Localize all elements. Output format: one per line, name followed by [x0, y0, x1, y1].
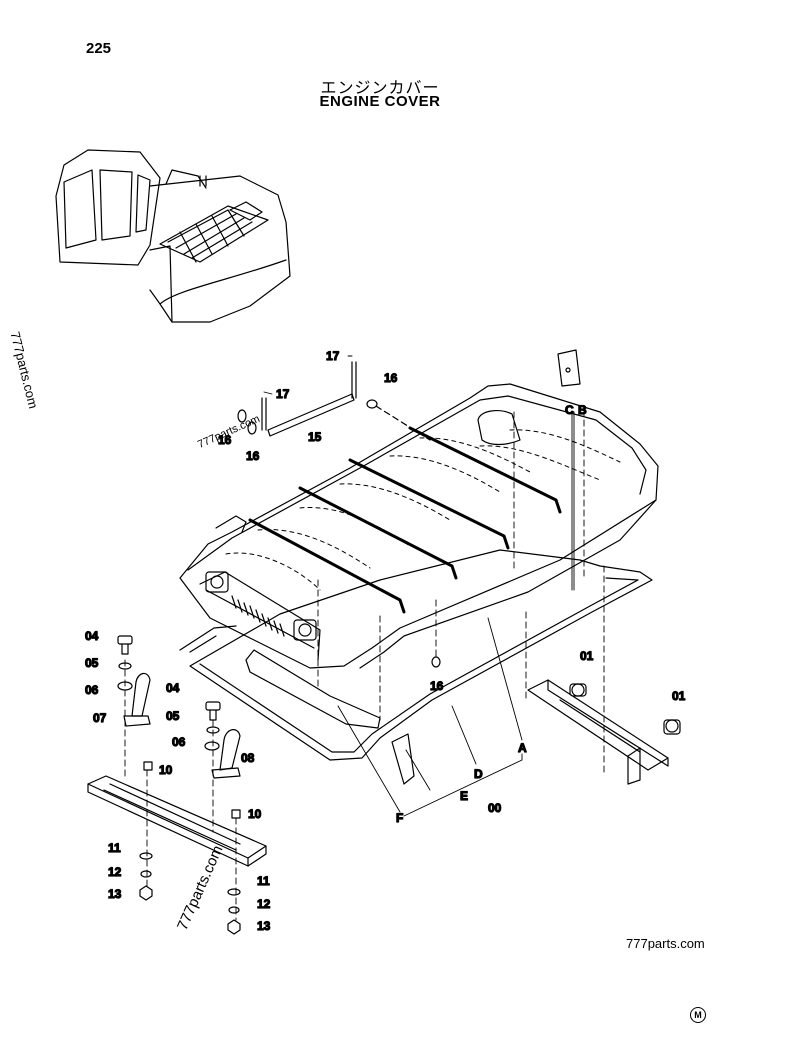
- label-11-right: 11: [257, 874, 270, 888]
- label-A: A: [518, 741, 527, 755]
- label-05-left: 05: [85, 656, 99, 670]
- label-01-lower: 01: [672, 689, 686, 703]
- hinge-plate: [87, 775, 267, 867]
- cover-perforations: [225, 429, 621, 591]
- label-E: E: [460, 789, 468, 803]
- label-07: 07: [93, 711, 107, 725]
- label-11-left: 11: [108, 841, 121, 855]
- label-12-right: 12: [257, 897, 271, 911]
- label-10-right: 10: [248, 807, 262, 821]
- engine-cover: [179, 383, 659, 669]
- circled-m-mark: M: [690, 1007, 706, 1023]
- label-D: D: [474, 767, 483, 781]
- title-japanese: エンジンカバー: [320, 78, 440, 97]
- label-16-bottom: 16: [430, 679, 444, 693]
- seal-frame: [179, 549, 653, 785]
- excavator-thumbnail: [55, 149, 291, 323]
- label-C: C: [565, 403, 574, 417]
- label-B: B: [578, 403, 587, 417]
- title-english: ENGINE COVER: [319, 93, 441, 110]
- label-16-mid: 16: [246, 449, 260, 463]
- label-17-mid: 17: [276, 387, 290, 401]
- page-number: 225: [86, 40, 112, 57]
- label-10-left: 10: [159, 763, 173, 777]
- label-01-upper: 01: [580, 649, 594, 663]
- label-06-left: 06: [85, 683, 99, 697]
- label-00: 00: [488, 801, 502, 815]
- label-08: 08: [241, 751, 255, 765]
- label-05-right: 05: [166, 709, 180, 723]
- label-12-left: 12: [108, 865, 122, 879]
- cover-straps: [248, 426, 562, 614]
- label-04-left: 04: [85, 629, 99, 643]
- label-13-right: 13: [257, 919, 271, 933]
- label-F: F: [396, 811, 403, 825]
- latch-07: [123, 672, 151, 727]
- watermark-bottom: 777parts.com: [626, 936, 705, 951]
- label-17-top: 17: [326, 349, 340, 363]
- guide-lines: [124, 409, 605, 921]
- latch-08: [211, 729, 241, 779]
- label-04-right: 04: [166, 681, 180, 695]
- rod-assembly: [237, 361, 441, 668]
- label-16-left: 16: [218, 433, 232, 447]
- label-06-right: 06: [172, 735, 186, 749]
- leader-lines: [263, 355, 575, 817]
- bracket-top: [557, 349, 581, 387]
- cover-handle: [215, 515, 247, 533]
- label-16-top: 16: [384, 371, 398, 385]
- right-bracket: [527, 679, 681, 785]
- label-15: 15: [308, 430, 322, 444]
- label-13-left: 13: [108, 887, 122, 901]
